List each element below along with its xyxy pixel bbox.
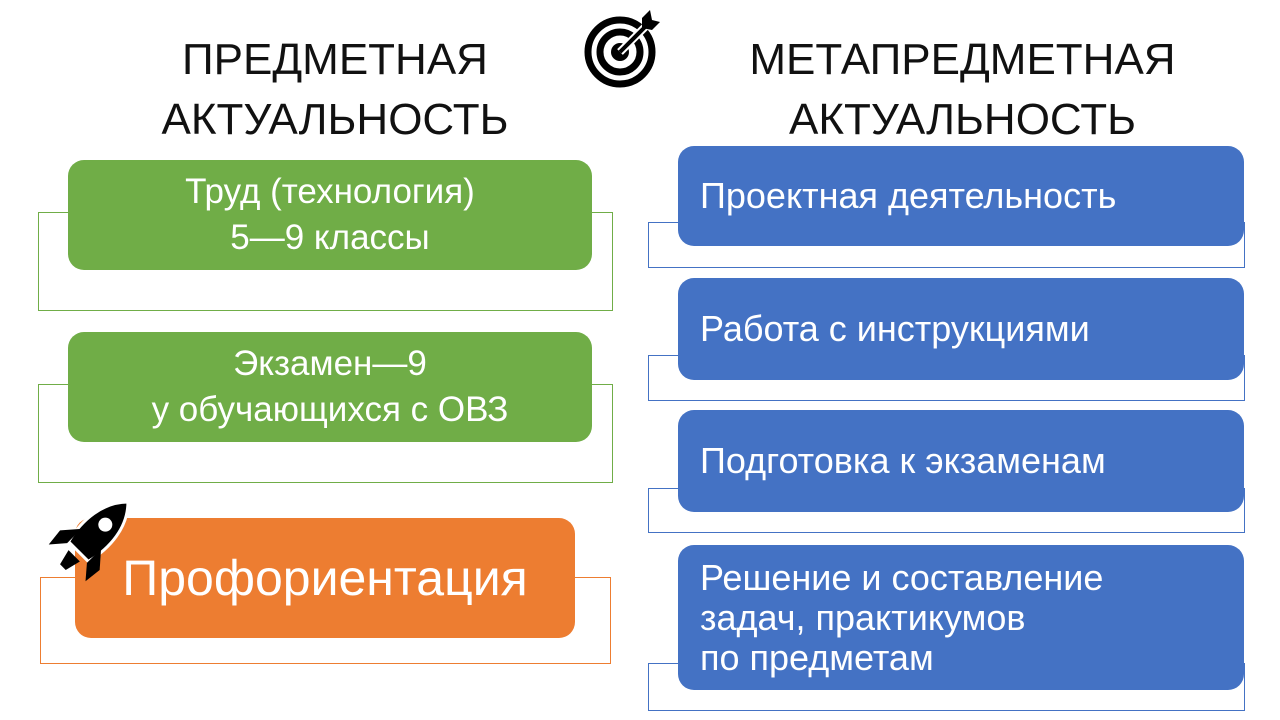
item-text: у обучающихся с ОВЗ <box>151 390 509 429</box>
item-text: Решение и составление <box>700 556 1104 598</box>
item-text: Проектная деятельность <box>700 175 1117 216</box>
subject-item-exam: Экзамен—9 у обучающихся с ОВЗ <box>68 332 592 442</box>
meta-item-project: Проектная деятельность <box>678 146 1244 246</box>
target-icon <box>584 10 660 88</box>
rocket-icon <box>48 500 130 582</box>
item-text: Профориентация <box>122 550 528 606</box>
meta-item-exam-prep: Подготовка к экзаменам <box>678 410 1244 512</box>
item-text: Экзамен—9 <box>233 344 427 383</box>
item-text: задач, практикумов <box>700 596 1026 638</box>
career-guidance-item: Профориентация <box>75 518 575 638</box>
subject-item-labor: Труд (технология) 5—9 классы <box>68 160 592 270</box>
heading-line: ПРЕДМЕТНАЯ <box>182 35 488 84</box>
item-text: Труд (технология) <box>185 172 475 211</box>
item-text: по предметам <box>700 636 934 678</box>
heading-line: МЕТАПРЕДМЕТНАЯ <box>749 35 1176 84</box>
heading-line: АКТУАЛЬНОСТЬ <box>161 95 509 144</box>
meta-item-instructions: Работа с инструкциями <box>678 278 1244 380</box>
item-text: Подготовка к экзаменам <box>700 440 1106 481</box>
item-text: 5—9 классы <box>230 218 430 257</box>
heading-line: АКТУАЛЬНОСТЬ <box>789 95 1136 144</box>
item-text: Работа с инструкциями <box>700 308 1090 349</box>
right-heading: МЕТАПРЕДМЕТНАЯ АКТУАЛЬНОСТЬ <box>700 30 1225 150</box>
left-heading: ПРЕДМЕТНАЯ АКТУАЛЬНОСТЬ <box>120 30 550 150</box>
